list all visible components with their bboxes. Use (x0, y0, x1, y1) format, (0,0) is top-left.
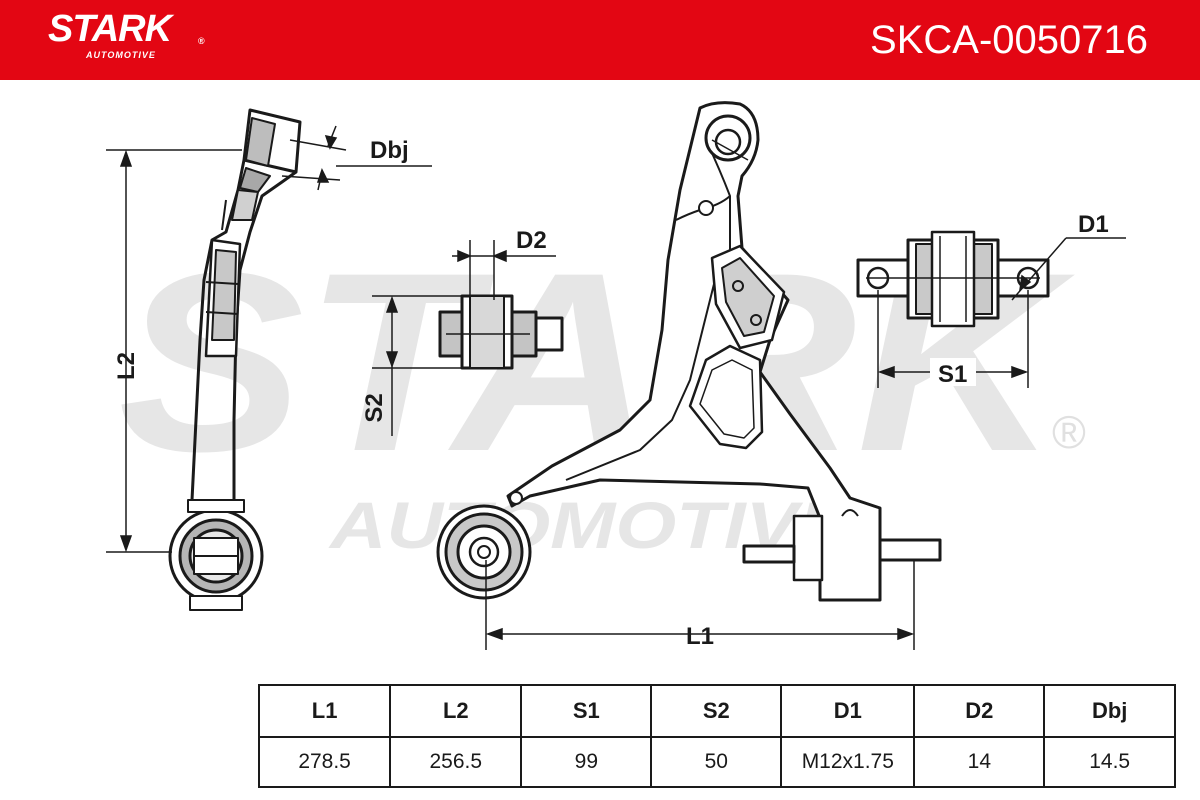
spec-value: 278.5 (257, 736, 392, 788)
spec-header: D2 (913, 684, 1046, 738)
header-bar: STARK AUTOMOTIVE ® SKCA-0050716 (0, 0, 1200, 80)
brand-name: STARK (48, 8, 172, 50)
label-d1: D1 (1078, 211, 1109, 238)
watermark-reg: ® (1052, 406, 1086, 458)
spec-value-row: 278.5 256.5 99 50 M12x1.75 14 14.5 (257, 736, 1176, 788)
spec-header: L2 (389, 684, 523, 738)
small-bushing (438, 294, 564, 370)
spec-value: M12x1.75 (780, 736, 916, 788)
label-s1: S1 (938, 361, 967, 388)
spec-header-row: L1 L2 S1 S2 D1 D2 Dbj (257, 684, 1176, 738)
label-s1-bg (930, 358, 976, 386)
dim-d1 (1011, 237, 1126, 301)
spec-header: S1 (520, 684, 653, 738)
control-arm (436, 101, 942, 602)
dim-d2 (452, 240, 556, 300)
large-bushing (856, 230, 1050, 328)
side-view (168, 108, 302, 611)
spec-header: S2 (650, 684, 783, 738)
dim-dbj (281, 125, 432, 191)
brand-reg: ® (198, 36, 205, 46)
spec-value: 14 (913, 736, 1046, 788)
spec-value: 256.5 (389, 736, 523, 788)
brand-logo: STARK AUTOMOTIVE ® (48, 8, 205, 60)
spec-value: 50 (650, 736, 783, 788)
spec-header: D1 (780, 684, 916, 738)
spec-value: 99 (520, 736, 653, 788)
label-dbj: Dbj (370, 137, 409, 164)
label-l1: L1 (686, 623, 714, 650)
spec-value: 14.5 (1043, 736, 1176, 788)
brand-sub: AUTOMOTIVE (86, 50, 156, 60)
technical-drawing: STARK AUTOMOTIVE ® L2 (106, 101, 1126, 650)
label-d2: D2 (516, 227, 547, 254)
spec-header: Dbj (1043, 684, 1176, 738)
label-s2: S2 (361, 393, 388, 422)
dim-l1 (485, 560, 915, 650)
dim-l2 (106, 149, 242, 553)
spec-header: L1 (257, 684, 392, 738)
spec-table: L1 L2 S1 S2 D1 D2 Dbj 278.5 256.5 99 50 … (257, 684, 1176, 788)
label-l2: L2 (113, 352, 140, 380)
dim-s2 (372, 295, 462, 436)
part-number: SKCA-0050716 (870, 18, 1148, 62)
